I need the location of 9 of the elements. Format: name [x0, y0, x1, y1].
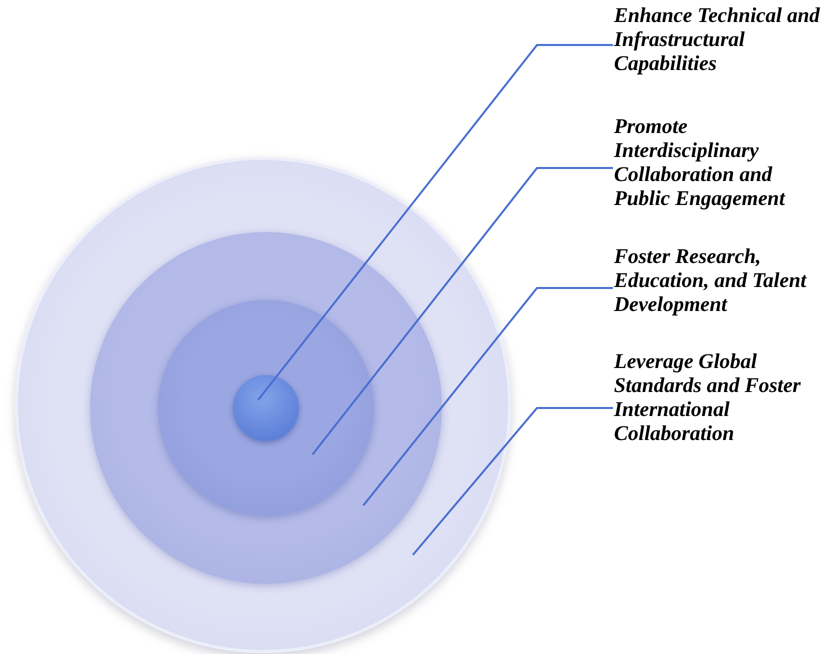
- leader-line: [412, 407, 613, 556]
- goal-label: Foster Research, Education, and Talent Development: [614, 244, 832, 316]
- leader-line: [257, 44, 613, 401]
- leader-line: [312, 167, 613, 456]
- leader-line: [362, 287, 613, 506]
- goal-label: Promote Interdisciplinary Collaboration and Public Engagement: [614, 114, 832, 210]
- goal-label: Enhance Technical and Infrastructural Capabilities: [614, 3, 832, 75]
- goal-label: Leverage Global Standards and Foster International Collaboration: [614, 349, 832, 445]
- concentric-circle: [233, 375, 299, 441]
